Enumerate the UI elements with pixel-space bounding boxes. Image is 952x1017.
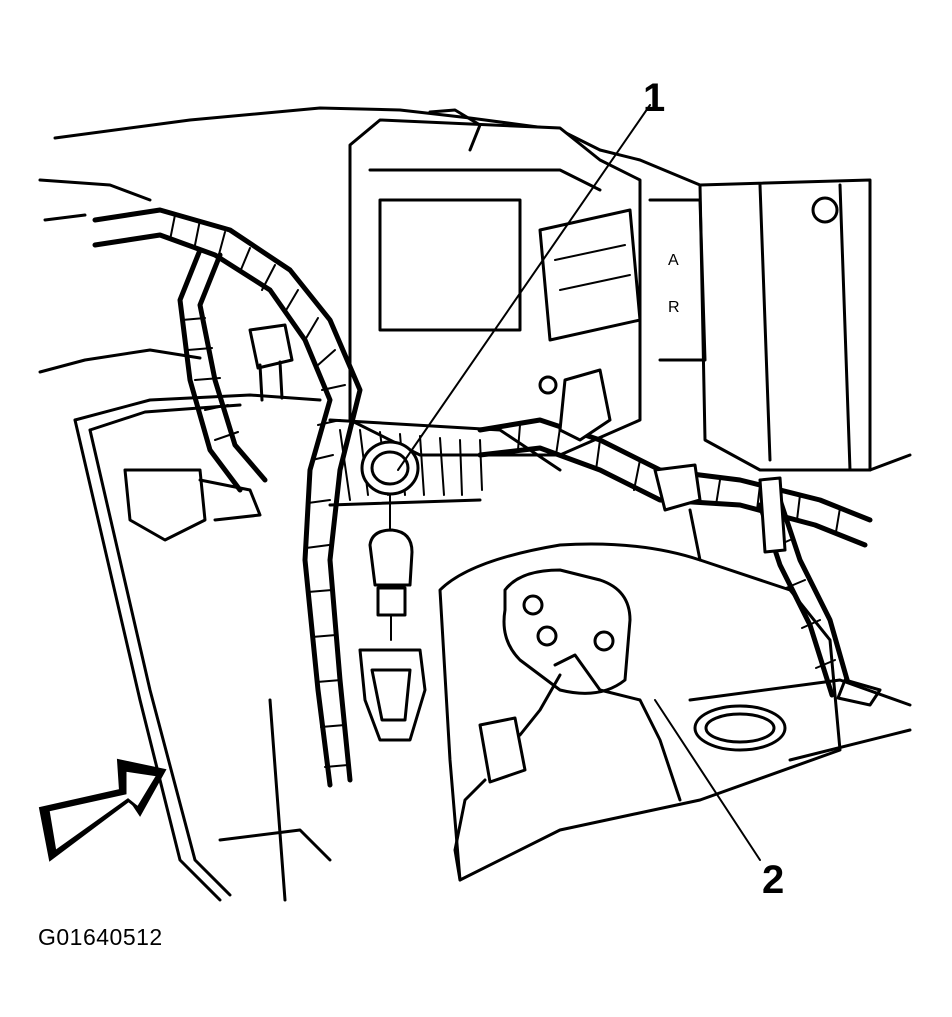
view-direction-arrow	[38, 758, 167, 862]
svg-text:A: A	[668, 252, 679, 269]
component-housing: A R	[328, 108, 707, 507]
callout-1-leader	[397, 104, 651, 471]
callout-leaders	[397, 104, 761, 861]
callout-number-2: 2	[762, 858, 785, 902]
right-harness	[477, 368, 882, 707]
left-fender-panel	[73, 393, 332, 902]
svg-text:R: R	[668, 299, 680, 316]
bulb-socket-assembly	[358, 440, 427, 742]
callout-number-1: 1	[643, 76, 666, 120]
callout-2-leader	[654, 699, 761, 861]
sensor-module	[438, 542, 912, 882]
figure-id-label: G01640512	[38, 924, 163, 950]
wiring-harness	[92, 207, 363, 788]
